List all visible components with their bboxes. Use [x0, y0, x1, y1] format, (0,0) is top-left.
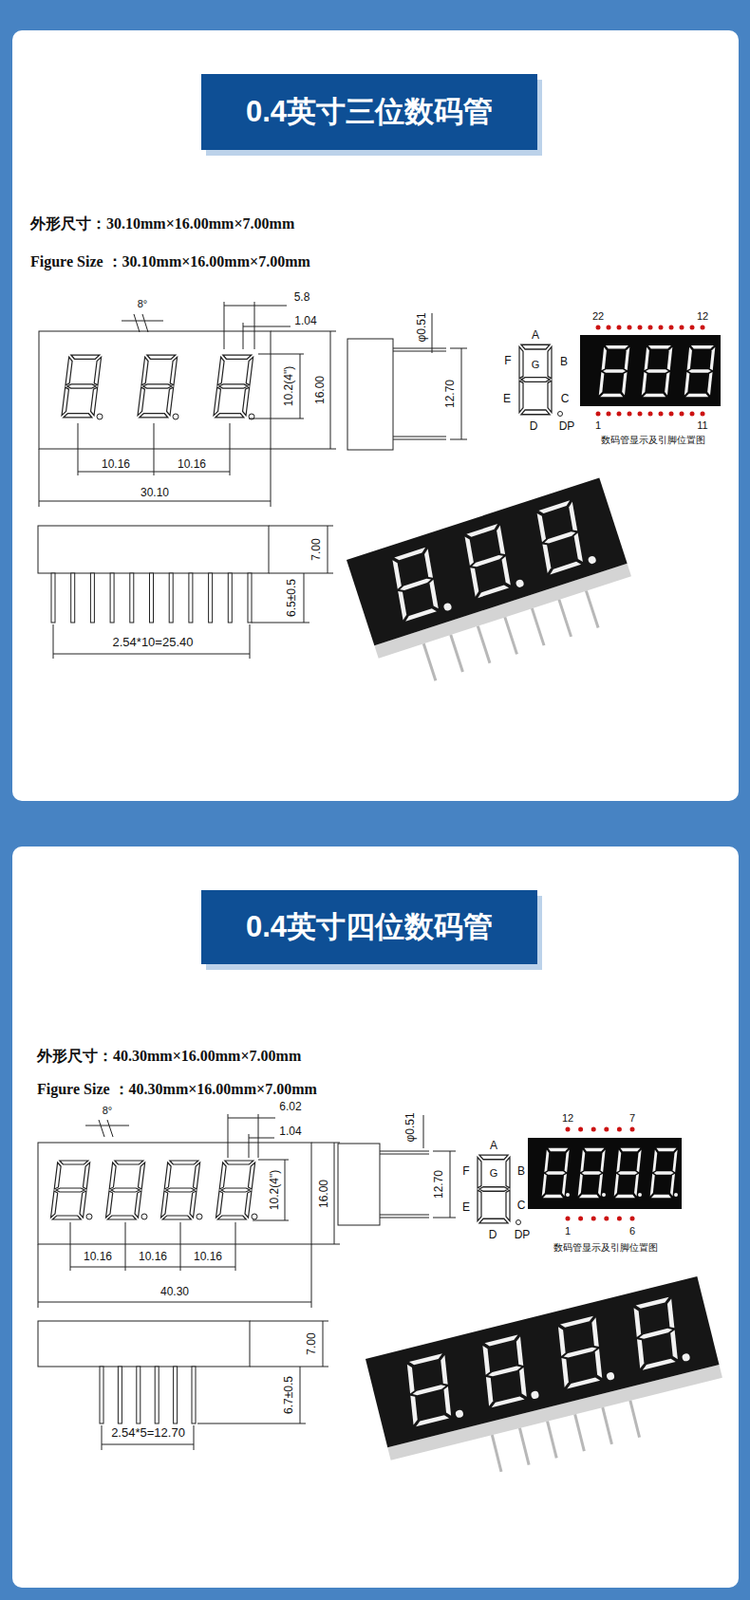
segment-diagram — [519, 344, 563, 416]
dimension-label: 6.7±0.5 — [282, 1376, 295, 1415]
side-view — [337, 1115, 456, 1226]
size-spec: 外形尺寸：40.30mm×16.00mm×7.00mm — [37, 1049, 301, 1065]
segment-letter: C — [561, 393, 570, 405]
pin-number: 1 — [564, 1226, 571, 1238]
pin-number: 12 — [562, 1113, 574, 1125]
pin-number: 11 — [696, 420, 708, 432]
front-view — [37, 1114, 340, 1309]
segment-letter: DP — [514, 1229, 531, 1241]
title-text: 0.4英寸三位数码管 — [245, 92, 493, 132]
dimension-label: 16.00 — [314, 375, 326, 405]
size-spec: 外形尺寸：30.10mm×16.00mm×7.00mm — [30, 216, 295, 232]
dimension-label: 1.04 — [294, 315, 317, 327]
dimension-label: 8° — [102, 1106, 113, 1117]
segment-letter: G — [489, 1168, 499, 1180]
title-banner: 0.4英寸三位数码管 — [201, 74, 538, 150]
segment-letter: E — [462, 1201, 470, 1214]
bottom-view — [37, 1321, 329, 1451]
dimension-label: 7.00 — [310, 538, 322, 561]
dimension-label: 10.16 — [177, 458, 207, 470]
pin-caption: 数码管显示及引脚位置图 — [600, 435, 706, 446]
display-photo — [365, 1276, 732, 1499]
dimension-label: 6.5±0.5 — [285, 579, 298, 618]
dimension-label: 5.8 — [294, 291, 311, 303]
dimension-label: 7.00 — [305, 1332, 318, 1355]
dimension-label: 10.16 — [138, 1251, 168, 1263]
dimension-label: 40.30 — [160, 1286, 189, 1298]
dimension-label: 8° — [137, 299, 149, 310]
dimension-label: φ0.51 — [404, 1112, 416, 1143]
pin-number: 7 — [629, 1113, 636, 1125]
dimension-label: 30.10 — [140, 487, 169, 499]
segment-diagram — [477, 1155, 522, 1225]
card — [12, 846, 739, 1589]
segment-letter: C — [517, 1200, 526, 1212]
dimension-label: 10.2(4") — [268, 1170, 281, 1211]
pin-number: 1 — [595, 420, 601, 432]
size-spec: Figure Size ：40.30mm×16.00mm×7.00mm — [37, 1082, 318, 1098]
card — [12, 30, 739, 802]
bottom-view — [37, 525, 334, 659]
front-view — [38, 301, 337, 507]
dimension-label: 10.16 — [193, 1251, 223, 1263]
segment-letter: A — [531, 329, 540, 341]
pin-number: 22 — [592, 311, 604, 322]
pin-display — [580, 325, 721, 417]
dimension-label: 2.54*5=12.70 — [111, 1426, 186, 1440]
dimension-label: 10.16 — [83, 1251, 113, 1263]
segment-letter: D — [529, 420, 539, 432]
segment-letter: B — [560, 356, 568, 368]
segment-letter: F — [462, 1165, 469, 1178]
dimension-label: 16.00 — [318, 1180, 330, 1209]
dimension-label: 10.2(4") — [282, 366, 295, 407]
display-photo — [346, 477, 644, 695]
segment-letter: E — [503, 393, 511, 405]
segment-letter: G — [531, 359, 541, 371]
size-spec: Figure Size ：30.10mm×16.00mm×7.00mm — [30, 254, 311, 270]
title-text: 0.4英寸四位数码管 — [245, 907, 493, 948]
segment-letter: A — [489, 1140, 498, 1152]
pin-caption: 数码管显示及引脚位置图 — [553, 1243, 658, 1254]
pin-display — [527, 1127, 682, 1222]
dimension-label: 12.70 — [432, 1170, 445, 1200]
side-view — [347, 313, 468, 450]
dimension-label: 6.02 — [279, 1101, 301, 1113]
dimension-label: 10.16 — [101, 458, 131, 470]
dimension-label: 2.54*10=25.40 — [112, 636, 194, 649]
dimension-label: φ0.51 — [415, 312, 428, 342]
segment-letter: B — [517, 1165, 525, 1178]
segment-letter: D — [488, 1229, 498, 1241]
segment-letter: F — [504, 355, 511, 367]
segment-letter: DP — [559, 420, 576, 432]
dimension-label: 12.70 — [444, 379, 456, 409]
dimension-label: 1.04 — [279, 1125, 301, 1138]
pin-number: 12 — [696, 311, 709, 322]
title-banner: 0.4英寸四位数码管 — [201, 890, 538, 965]
pin-number: 6 — [629, 1226, 636, 1238]
